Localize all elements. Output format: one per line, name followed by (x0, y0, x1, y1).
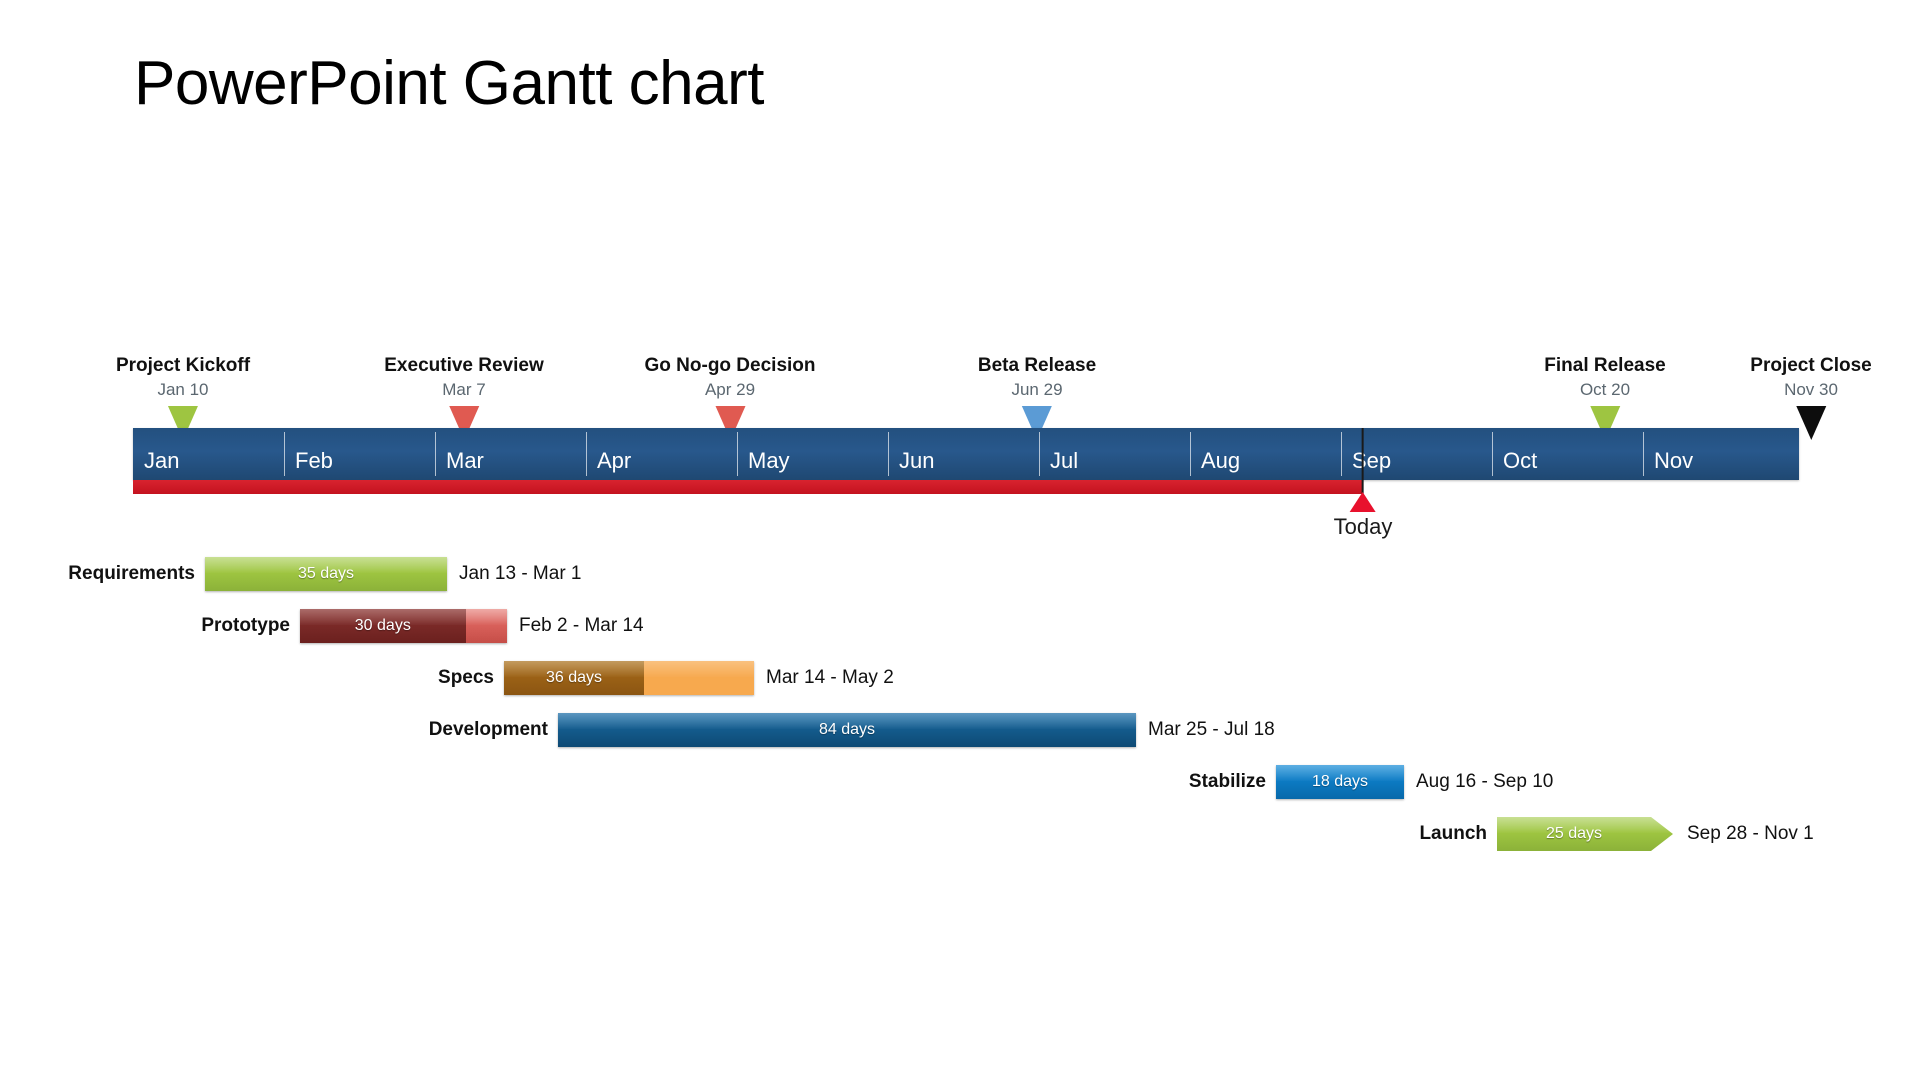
milestone-name: Executive Review (384, 355, 544, 376)
month-divider (586, 432, 587, 476)
month-cell-apr: Apr (586, 428, 737, 480)
task-bar[interactable]: 35 days (205, 557, 447, 591)
milestone-name: Beta Release (977, 355, 1097, 376)
month-divider (435, 432, 436, 476)
month-label: Sep (1352, 448, 1392, 473)
task-row[interactable]: Development 84 days Mar 25 - Jul 18 (0, 713, 1275, 747)
task-days: 84 days (818, 721, 876, 738)
month-label: Jan (144, 448, 180, 473)
milestone-date: Apr 29 (704, 380, 756, 399)
task-bar[interactable]: 18 days (1276, 765, 1404, 799)
month-label: Nov (1654, 448, 1694, 473)
month-cell-nov: Nov (1643, 428, 1799, 480)
month-divider (1039, 432, 1040, 476)
page-title: PowerPoint Gantt chart (134, 49, 764, 118)
task-label: Launch (1419, 823, 1487, 844)
month-label: Aug (1201, 448, 1241, 473)
task-date-range: Mar 25 - Jul 18 (1148, 719, 1275, 740)
month-label: Apr (597, 448, 632, 473)
task-progress-fill (504, 661, 644, 695)
milestone-date: Mar 7 (442, 380, 486, 399)
task-label: Requirements (68, 563, 195, 584)
month-label: Oct (1503, 448, 1538, 473)
task-date-range: Jan 13 - Mar 1 (459, 563, 582, 584)
milestone-name: Project Close (1750, 355, 1872, 376)
month-divider (737, 432, 738, 476)
task-days: 25 days (1545, 825, 1603, 842)
month-cell-oct: Oct (1492, 428, 1643, 480)
task-label: Specs (438, 667, 494, 688)
task-row[interactable]: Specs 36 days Mar 14 - May 2 (0, 661, 894, 695)
task-label: Stabilize (1188, 771, 1266, 792)
month-label: Jul (1050, 448, 1079, 473)
month-cell-feb: Feb (284, 428, 435, 480)
task-date-range: Mar 14 - May 2 (766, 667, 894, 688)
task-bar[interactable]: 36 days (504, 661, 754, 695)
task-row[interactable]: Stabilize 18 days Aug 16 - Sep 10 (0, 765, 1553, 799)
month-cell-jun: Jun (888, 428, 1039, 480)
milestone-date: Jan 10 (157, 380, 209, 399)
month-divider (888, 432, 889, 476)
month-label: Mar (446, 448, 484, 473)
task-progress-fill (300, 609, 466, 643)
milestone-date: Jun 29 (1011, 380, 1063, 399)
month-cell-jul: Jul (1039, 428, 1190, 480)
month-cell-jan: Jan (133, 428, 284, 480)
month-divider (1492, 432, 1493, 476)
milestone-go-no-go-decision[interactable]: Go No-go Decision Apr 29 (645, 355, 816, 440)
milestone-marker-icon (1796, 406, 1826, 440)
milestone-name: Project Kickoff (115, 355, 251, 376)
task-bar[interactable]: 84 days (558, 713, 1136, 747)
task-days: 18 days (1311, 773, 1369, 790)
month-label: Jun (899, 448, 935, 473)
milestone-project-close[interactable]: Project Close Nov 30 (1750, 355, 1872, 440)
month-cell-aug: Aug (1190, 428, 1341, 480)
task-label: Prototype (201, 615, 290, 636)
today-marker: Today (1333, 428, 1393, 539)
month-cell-mar: Mar (435, 428, 586, 480)
task-days: 35 days (297, 565, 355, 582)
month-label: Feb (295, 448, 333, 473)
task-date-range: Feb 2 - Mar 14 (519, 615, 644, 636)
task-date-range: Aug 16 - Sep 10 (1416, 771, 1554, 792)
task-label: Development (428, 719, 548, 740)
month-cell-sep: Sep (1341, 428, 1492, 480)
month-divider (284, 432, 285, 476)
month-label: May (748, 448, 790, 473)
milestone-date: Nov 30 (1784, 380, 1838, 399)
month-cell-may: May (737, 428, 888, 480)
milestone-name: Final Release (1544, 355, 1666, 376)
task-bar[interactable]: 25 days (1497, 817, 1673, 851)
task-date-range: Sep 28 - Nov 1 (1687, 823, 1814, 844)
month-divider (1341, 432, 1342, 476)
task-bar[interactable]: 30 days (300, 609, 507, 643)
month-divider (1643, 432, 1644, 476)
task-row[interactable]: Prototype 30 days Feb 2 - Mar 14 (0, 609, 644, 643)
task-row[interactable]: Launch 25 days Sep 28 - Nov 1 (0, 817, 1814, 851)
today-line (1362, 428, 1364, 494)
task-days: 36 days (545, 669, 603, 686)
today-label: Today (1333, 514, 1393, 539)
today-triangle-icon (1350, 492, 1376, 512)
month-divider (1190, 432, 1191, 476)
milestone-date: Oct 20 (1579, 380, 1631, 399)
milestone-name: Go No-go Decision (644, 355, 816, 376)
task-days: 30 days (354, 617, 411, 634)
timeline-month-axis: Jan Feb Mar Apr May Jun Jul Aug Sep Oct … (133, 428, 1799, 480)
task-row[interactable]: Requirements 35 days Jan 13 - Mar 1 (0, 557, 582, 591)
timeline-progress-bar (133, 480, 1363, 494)
